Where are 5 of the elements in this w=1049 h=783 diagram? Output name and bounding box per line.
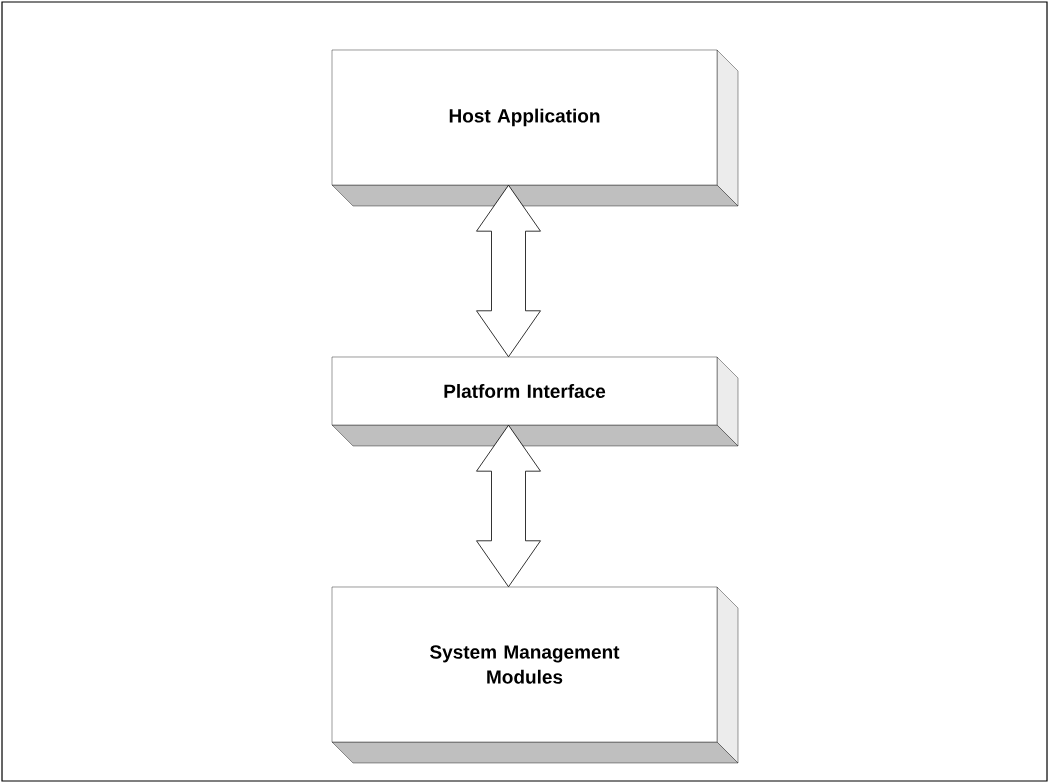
double-arrow: [476, 424, 541, 588]
double-arrow: [476, 184, 541, 358]
box-3d: Host Application: [331, 49, 739, 207]
box-3d: Platform Interface: [331, 356, 739, 447]
box-3d: System Management Modules: [331, 586, 739, 764]
